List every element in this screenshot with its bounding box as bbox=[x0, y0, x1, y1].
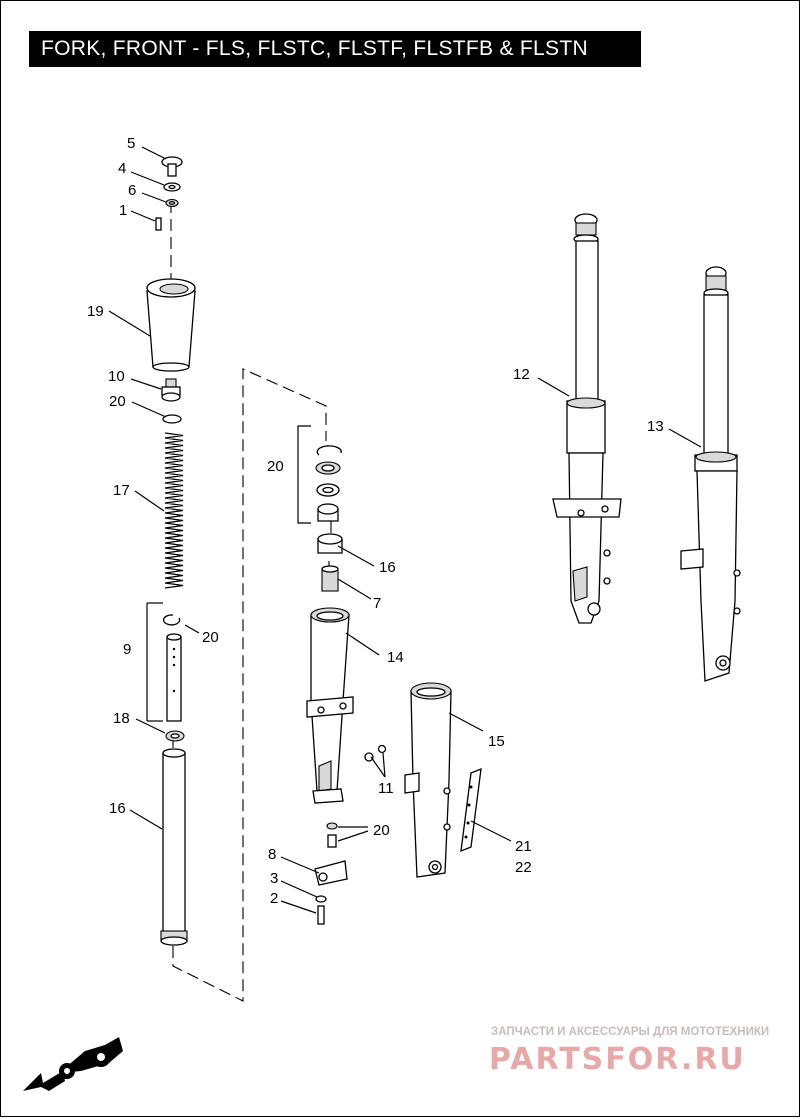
label-20-seals: 20 bbox=[267, 458, 284, 475]
part-12-fork-assembly bbox=[552, 213, 622, 624]
part-20-seal-set bbox=[297, 425, 342, 524]
label-11: 11 bbox=[378, 780, 394, 797]
label-6: 6 bbox=[128, 182, 136, 199]
part-21-decal bbox=[460, 767, 482, 853]
part-11-screws bbox=[364, 744, 387, 762]
part-20-snap-ring bbox=[162, 614, 181, 626]
part-6-washer bbox=[165, 198, 179, 208]
label-20-snap: 20 bbox=[202, 629, 219, 646]
label-12: 12 bbox=[513, 366, 530, 383]
part-2-bolt bbox=[317, 905, 325, 925]
part-5-bolt bbox=[161, 156, 183, 177]
label-10: 10 bbox=[108, 368, 125, 385]
motorcycle-logo-icon bbox=[23, 1037, 123, 1091]
label-5: 5 bbox=[127, 135, 135, 152]
leader-lines bbox=[108, 146, 702, 914]
label-17: 17 bbox=[113, 482, 130, 499]
part-15-slider-right bbox=[404, 682, 452, 878]
label-16-bushing: 16 bbox=[379, 559, 396, 576]
label-20-upper: 20 bbox=[109, 393, 126, 410]
part-20-o-ring-upper bbox=[162, 414, 182, 424]
part-7-valve bbox=[321, 565, 339, 592]
label-13: 13 bbox=[647, 418, 664, 435]
label-18: 18 bbox=[113, 710, 130, 727]
watermark-tagline: ЗАПЧАСТИ И АКСЕССУАРЫ ДЛЯ МОТОТЕХНИКИ bbox=[491, 1026, 769, 1038]
part-number-labels: 5 4 6 1 19 10 20 17 9 20 18 16 20 16 7 1… bbox=[87, 135, 664, 907]
part-13-fork-assembly bbox=[680, 266, 741, 682]
part-19-slider-cover bbox=[146, 278, 196, 372]
part-14-slider-left bbox=[306, 607, 354, 804]
label-22: 22 bbox=[515, 859, 532, 876]
page-title: FORK, FRONT - FLS, FLSTC, FLSTF, FLSTFB … bbox=[29, 31, 641, 67]
label-9: 9 bbox=[123, 641, 131, 658]
label-8: 8 bbox=[268, 846, 276, 863]
part-10-cap-plug bbox=[161, 378, 181, 402]
part-8-axle-clamp bbox=[314, 860, 348, 886]
label-2: 2 bbox=[270, 890, 278, 907]
part-9-damper-tube bbox=[146, 602, 182, 722]
label-15: 15 bbox=[488, 733, 505, 750]
part-16-slider-bushing bbox=[317, 533, 343, 554]
part-18-bushing bbox=[165, 730, 185, 742]
label-14: 14 bbox=[387, 649, 404, 666]
label-20-lower: 20 bbox=[373, 822, 390, 839]
part-16-fork-tube bbox=[160, 748, 188, 946]
label-4: 4 bbox=[118, 160, 126, 177]
label-21: 21 bbox=[515, 838, 532, 855]
label-1: 1 bbox=[119, 202, 127, 219]
part-1-pin bbox=[155, 217, 162, 231]
part-3-washer bbox=[315, 895, 327, 903]
part-20-seal-small bbox=[326, 822, 338, 848]
assembly-guide-lines bbox=[170, 201, 332, 1002]
watermark-brand: PARTSFOR.RU bbox=[489, 1042, 746, 1077]
part-17-fork-spring bbox=[164, 432, 184, 589]
watermark: ЗАПЧАСТИ И АКСЕССУАРЫ ДЛЯ МОТОТЕХНИКИ PA… bbox=[489, 1026, 769, 1077]
part-4-washer bbox=[163, 182, 181, 192]
label-7: 7 bbox=[373, 595, 381, 612]
label-3: 3 bbox=[270, 870, 278, 887]
label-19: 19 bbox=[87, 303, 104, 320]
label-16-tube: 16 bbox=[109, 800, 126, 817]
